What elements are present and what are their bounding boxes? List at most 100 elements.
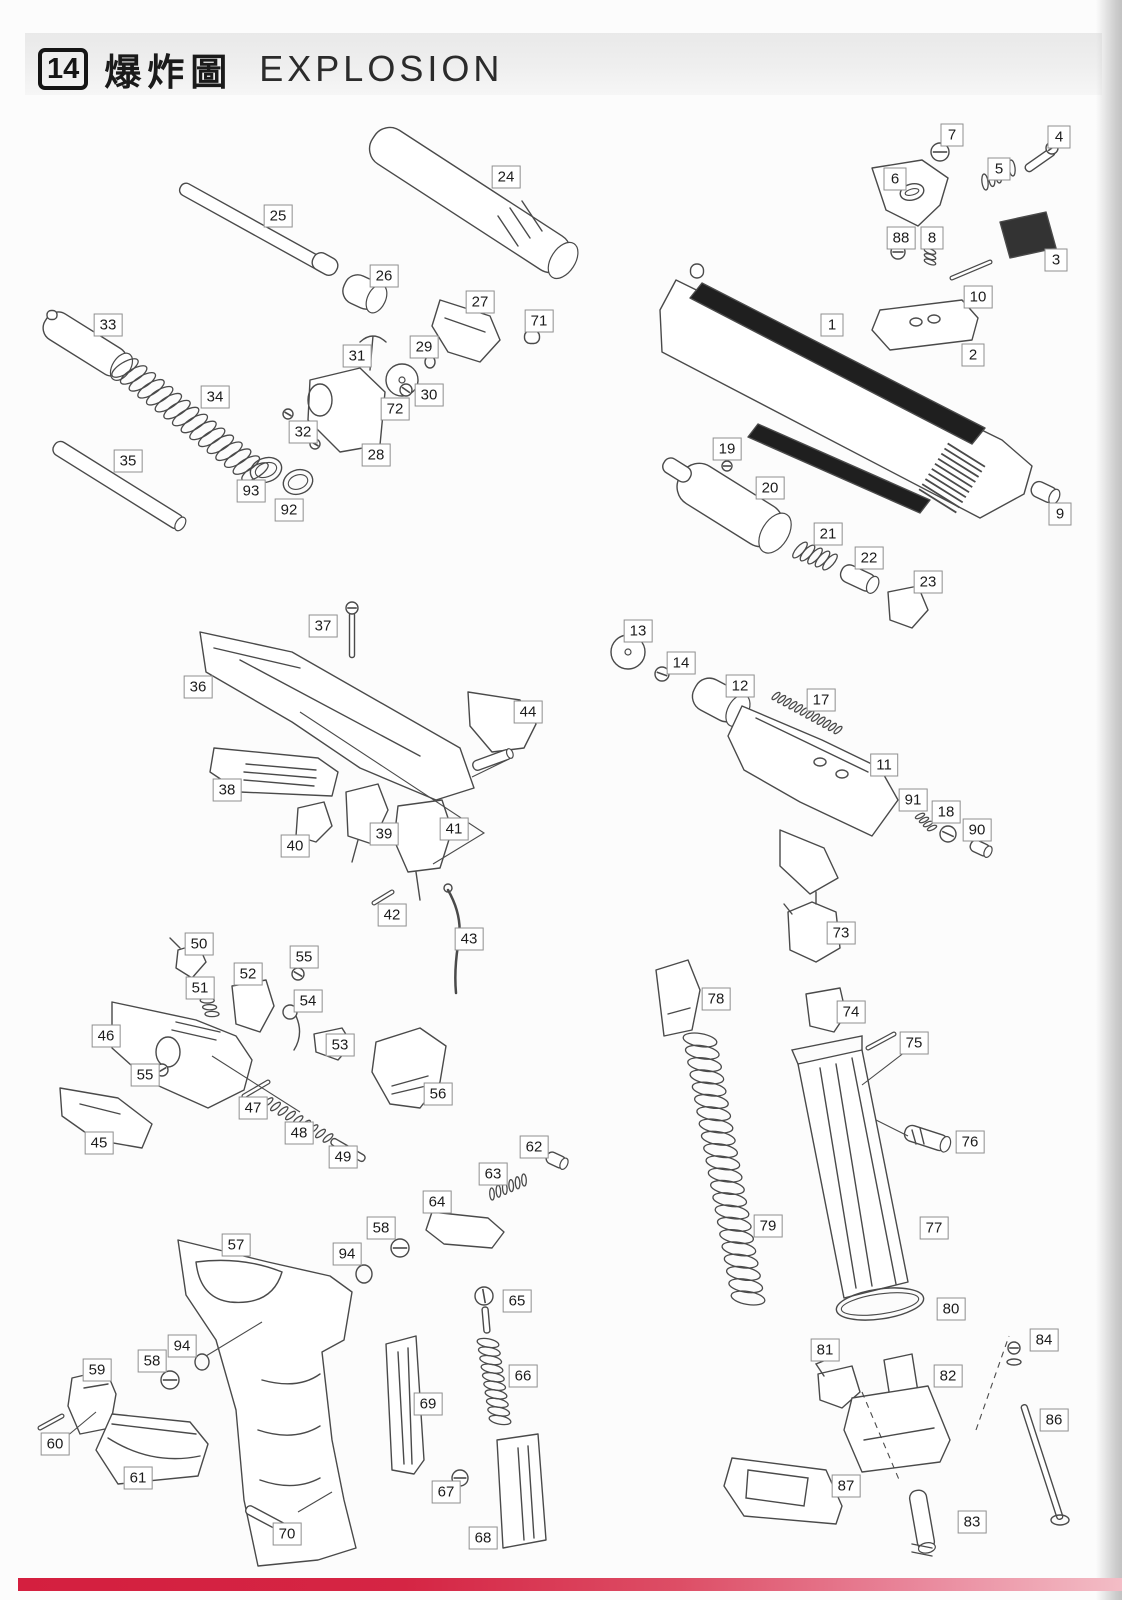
part-label-88: 88 (886, 226, 916, 250)
pin (866, 1032, 896, 1050)
leader-line (211, 1055, 301, 1113)
ring-washer (194, 1353, 210, 1371)
spring-coil (689, 1069, 725, 1085)
spring-coil (822, 719, 832, 729)
part-drawing (783, 891, 817, 915)
part-drawing (79, 1103, 121, 1115)
spring-coil (926, 824, 938, 832)
section-number-badge: 14 (38, 48, 89, 90)
part-drawing (755, 717, 869, 773)
part-label-94: 94 (332, 1242, 362, 1266)
part-label-9: 9 (1048, 502, 1072, 526)
part-drawing (174, 516, 187, 532)
part-drawing (209, 747, 339, 797)
part-label-13: 13 (623, 619, 653, 643)
part-label-91: 91 (898, 788, 928, 812)
part-label-77: 77 (919, 1216, 949, 1240)
part-drawing (391, 1075, 429, 1095)
spring-coil (810, 713, 821, 722)
ring-washer (287, 474, 309, 490)
part-label-74: 74 (836, 1000, 866, 1024)
leader-line (875, 1119, 909, 1137)
part-label-28: 28 (361, 443, 391, 467)
spring-coil (716, 1216, 752, 1232)
spring-coil (145, 385, 174, 406)
part-label-50: 50 (184, 932, 214, 956)
part-label-26: 26 (369, 264, 399, 288)
part-drawing (307, 367, 386, 453)
part-label-76: 76 (955, 1130, 985, 1154)
part-label-46: 46 (91, 1024, 121, 1048)
part-drawing (797, 1049, 909, 1299)
part-label-18: 18 (931, 800, 961, 824)
part-drawing (887, 585, 929, 629)
spring-coil (782, 697, 792, 707)
part-drawing (791, 1035, 863, 1065)
part-label-66: 66 (508, 1364, 538, 1388)
spring-coil (489, 1187, 495, 1201)
part-label-84: 84 (1029, 1328, 1059, 1352)
part-label-36: 36 (183, 675, 213, 699)
part-drawing (983, 845, 993, 858)
serration-line (940, 452, 980, 478)
part-label-2: 2 (961, 343, 985, 367)
serration-line (937, 457, 976, 483)
spring-coil (201, 1003, 218, 1011)
part-label-34: 34 (200, 385, 230, 409)
spring-coil (788, 701, 798, 710)
part-label-68: 68 (468, 1526, 498, 1550)
spring-coil (693, 1093, 729, 1110)
serration-line (921, 483, 961, 509)
part-drawing (425, 1211, 505, 1249)
part-label-55: 55 (130, 1063, 160, 1087)
part-label-6: 6 (883, 167, 907, 191)
part-drawing (178, 182, 332, 274)
spring-coil (488, 1414, 512, 1426)
part-label-24: 24 (491, 165, 521, 189)
part-drawing (745, 1469, 809, 1507)
part-drawing (295, 801, 333, 843)
part-label-37: 37 (308, 614, 338, 638)
spring-coil (827, 722, 837, 732)
spring-coil (277, 1106, 289, 1116)
part-label-79: 79 (753, 1214, 783, 1238)
part-drawing (908, 1489, 936, 1551)
part-drawing (169, 937, 181, 949)
ring-washer (813, 757, 827, 767)
part-drawing (689, 282, 986, 445)
part-drawing (311, 252, 339, 276)
spring-coil (137, 378, 165, 399)
part-label-58: 58 (137, 1349, 167, 1373)
spring-coil (215, 441, 243, 462)
part-label-90: 90 (962, 818, 992, 842)
part-drawing (497, 200, 543, 247)
part-label-1: 1 (820, 313, 844, 337)
part-label-73: 73 (826, 921, 856, 945)
serration-line (931, 468, 970, 493)
part-drawing (758, 512, 792, 554)
part-drawing (863, 1427, 935, 1441)
part-label-87: 87 (831, 1474, 861, 1498)
part-drawing (351, 839, 359, 863)
ring-washer (835, 769, 849, 779)
spring-coil (698, 1118, 734, 1134)
part-label-44: 44 (513, 700, 543, 724)
screw-slot (656, 671, 668, 677)
part-label-7: 7 (940, 123, 964, 147)
part-drawing (843, 1385, 951, 1473)
part-label-21: 21 (813, 522, 843, 546)
pin (38, 1414, 64, 1430)
part-drawing (727, 705, 899, 837)
part-drawing (243, 763, 317, 787)
part-drawing (431, 299, 501, 363)
part-label-94: 94 (167, 1334, 197, 1358)
ring-washer (254, 461, 278, 479)
spring-coil (712, 1192, 748, 1208)
part-drawing (917, 1542, 936, 1554)
part-label-62: 62 (519, 1135, 549, 1159)
part-drawing (865, 575, 880, 594)
spring-coil (232, 455, 261, 475)
part-drawing (257, 1373, 321, 1487)
spring-coil (180, 413, 209, 434)
spring-coil (691, 1081, 727, 1097)
